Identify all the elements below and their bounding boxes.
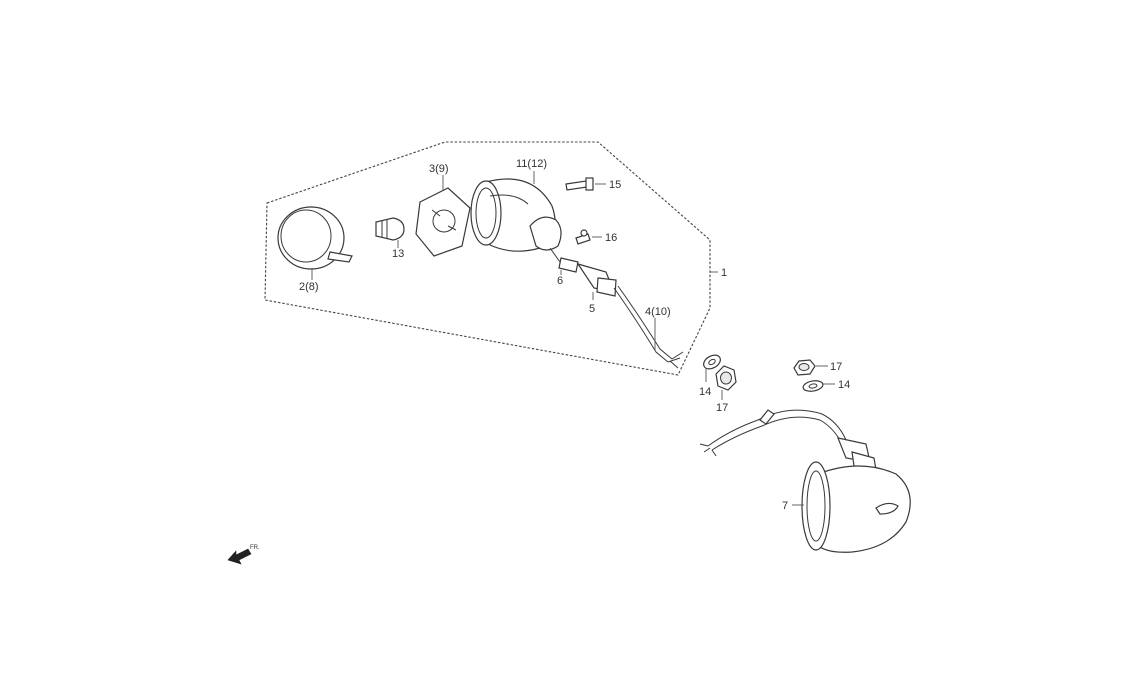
callout-3-9: 3(9)	[429, 163, 449, 175]
callout-1: 1	[721, 267, 727, 279]
callout-14-left: 14	[699, 386, 711, 398]
arrow-front-icon	[227, 548, 252, 565]
assembly-frame	[264, 141, 711, 376]
callout-16: 16	[605, 232, 617, 244]
clip-part	[575, 229, 591, 245]
washer-left-part	[703, 354, 721, 370]
callout-15: 15	[609, 179, 621, 191]
socket-plate-part	[415, 187, 471, 257]
lens-part	[277, 206, 353, 270]
connector-part	[576, 262, 617, 297]
bulb-part	[375, 217, 405, 241]
callout-4-10: 4(10)	[645, 306, 671, 318]
callout-13: 13	[392, 248, 404, 260]
nut-left-part	[715, 365, 737, 391]
callout-11-12: 11(12)	[516, 158, 547, 170]
winker-assembly-part	[699, 409, 911, 553]
nut-right-part	[793, 359, 816, 376]
callout-7: 7	[782, 500, 788, 512]
direction-label: FR.	[250, 545, 260, 551]
washer-right-part	[802, 380, 824, 392]
grommet-part	[549, 247, 579, 273]
callout-14-right: 14	[838, 379, 850, 391]
screw-part	[565, 177, 594, 191]
callout-6: 6	[557, 275, 563, 287]
lamp-housing-part	[470, 178, 562, 252]
callout-17-right: 17	[830, 361, 842, 373]
callout-5: 5	[589, 303, 595, 315]
wire-harness-part	[613, 285, 684, 369]
callout-17-left: 17	[716, 402, 728, 414]
callout-2-8: 2(8)	[299, 281, 319, 293]
